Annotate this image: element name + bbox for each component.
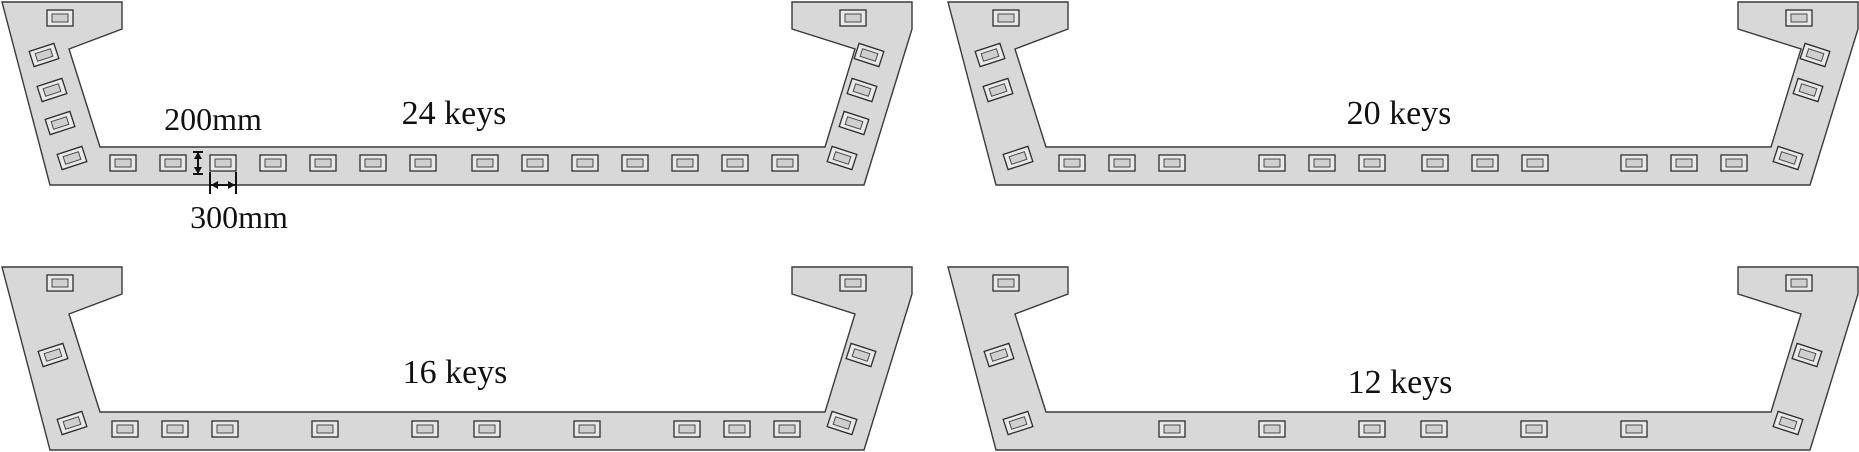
shear-key (845, 342, 877, 368)
shear-key (1058, 154, 1086, 172)
shear-key (409, 154, 437, 172)
shear-key (974, 42, 1006, 68)
shear-keys (28, 9, 885, 172)
width-arrow-right (228, 181, 235, 189)
shear-keys (974, 9, 1831, 172)
key-height-dimension: 200mm (164, 101, 262, 137)
shear-key (671, 154, 699, 172)
panel-label: 16 keys (403, 354, 508, 391)
panel-12-keys: 12 keys (947, 266, 1859, 451)
panel-20-keys: 20 keys (947, 1, 1859, 186)
shear-key (56, 410, 88, 436)
shear-key (36, 77, 68, 103)
shear-key (1620, 154, 1648, 172)
shear-key (46, 9, 74, 27)
shear-key (1720, 154, 1748, 172)
shear-key (573, 420, 601, 438)
shear-key (1258, 154, 1286, 172)
shear-key (159, 154, 187, 172)
shear-key (311, 420, 339, 438)
shear-key (839, 9, 867, 27)
shear-key (673, 420, 701, 438)
shear-key (1799, 42, 1831, 68)
shear-key (1520, 420, 1548, 438)
shear-key (771, 154, 799, 172)
shear-key (411, 420, 439, 438)
shear-key (1108, 154, 1136, 172)
shear-key (1772, 410, 1804, 436)
shear-key (1308, 154, 1336, 172)
shear-key (1772, 145, 1804, 171)
shear-key (37, 342, 69, 368)
shear-key (1002, 145, 1034, 171)
shear-key (846, 77, 878, 103)
shear-key (259, 154, 287, 172)
shear-key (721, 154, 749, 172)
shear-key (1792, 77, 1824, 103)
shear-key (1791, 342, 1823, 368)
shear-key (109, 154, 137, 172)
shear-key (838, 110, 870, 136)
width-arrow-left (211, 181, 218, 189)
shear-key (982, 77, 1014, 103)
shear-key (773, 420, 801, 438)
panel-16-keys: 16 keys (1, 266, 913, 451)
height-arrow-bottom (194, 167, 202, 174)
shear-key (1785, 9, 1813, 27)
shear-key (359, 154, 387, 172)
shear-key (209, 154, 237, 172)
shear-key (992, 9, 1020, 27)
shear-key (44, 110, 76, 136)
shear-key (853, 42, 885, 68)
shear-key (723, 420, 751, 438)
panel-label: 12 keys (1348, 364, 1453, 401)
shear-keys (37, 274, 877, 438)
shear-key (983, 342, 1015, 368)
shear-key (1158, 154, 1186, 172)
shear-key (56, 145, 88, 171)
shear-key (471, 154, 499, 172)
shear-key (826, 145, 858, 171)
shear-key (1358, 154, 1386, 172)
height-arrow-top (194, 152, 202, 159)
shear-key (46, 274, 74, 292)
shear-key (28, 42, 60, 68)
panel-label: 20 keys (1347, 95, 1452, 132)
shear-key (1002, 410, 1034, 436)
shear-key (1620, 420, 1648, 438)
shear-key (1258, 420, 1286, 438)
shear-key (1358, 420, 1386, 438)
shear-key (521, 154, 549, 172)
shear-key (1670, 154, 1698, 172)
shear-key (1420, 420, 1448, 438)
panel-24-keys: 24 keys 200mm 300mm (1, 1, 913, 235)
panel-label: 24 keys (402, 95, 507, 132)
shear-key (839, 274, 867, 292)
shear-key (1471, 154, 1499, 172)
shear-key (1785, 274, 1813, 292)
shear-key (992, 274, 1020, 292)
shear-key (1158, 420, 1186, 438)
shear-key (1521, 154, 1549, 172)
shear-key (826, 410, 858, 436)
shear-key (1421, 154, 1449, 172)
key-width-dimension: 300mm (190, 199, 288, 235)
girder-cross-section (947, 266, 1859, 451)
shear-key (309, 154, 337, 172)
dimension-annotations: 200mm 300mm (164, 101, 288, 235)
shear-key (211, 420, 239, 438)
shear-key (621, 154, 649, 172)
shear-key (473, 420, 501, 438)
shear-key (571, 154, 599, 172)
shear-keys (983, 274, 1823, 438)
shear-key (111, 420, 139, 438)
shear-key (161, 420, 189, 438)
